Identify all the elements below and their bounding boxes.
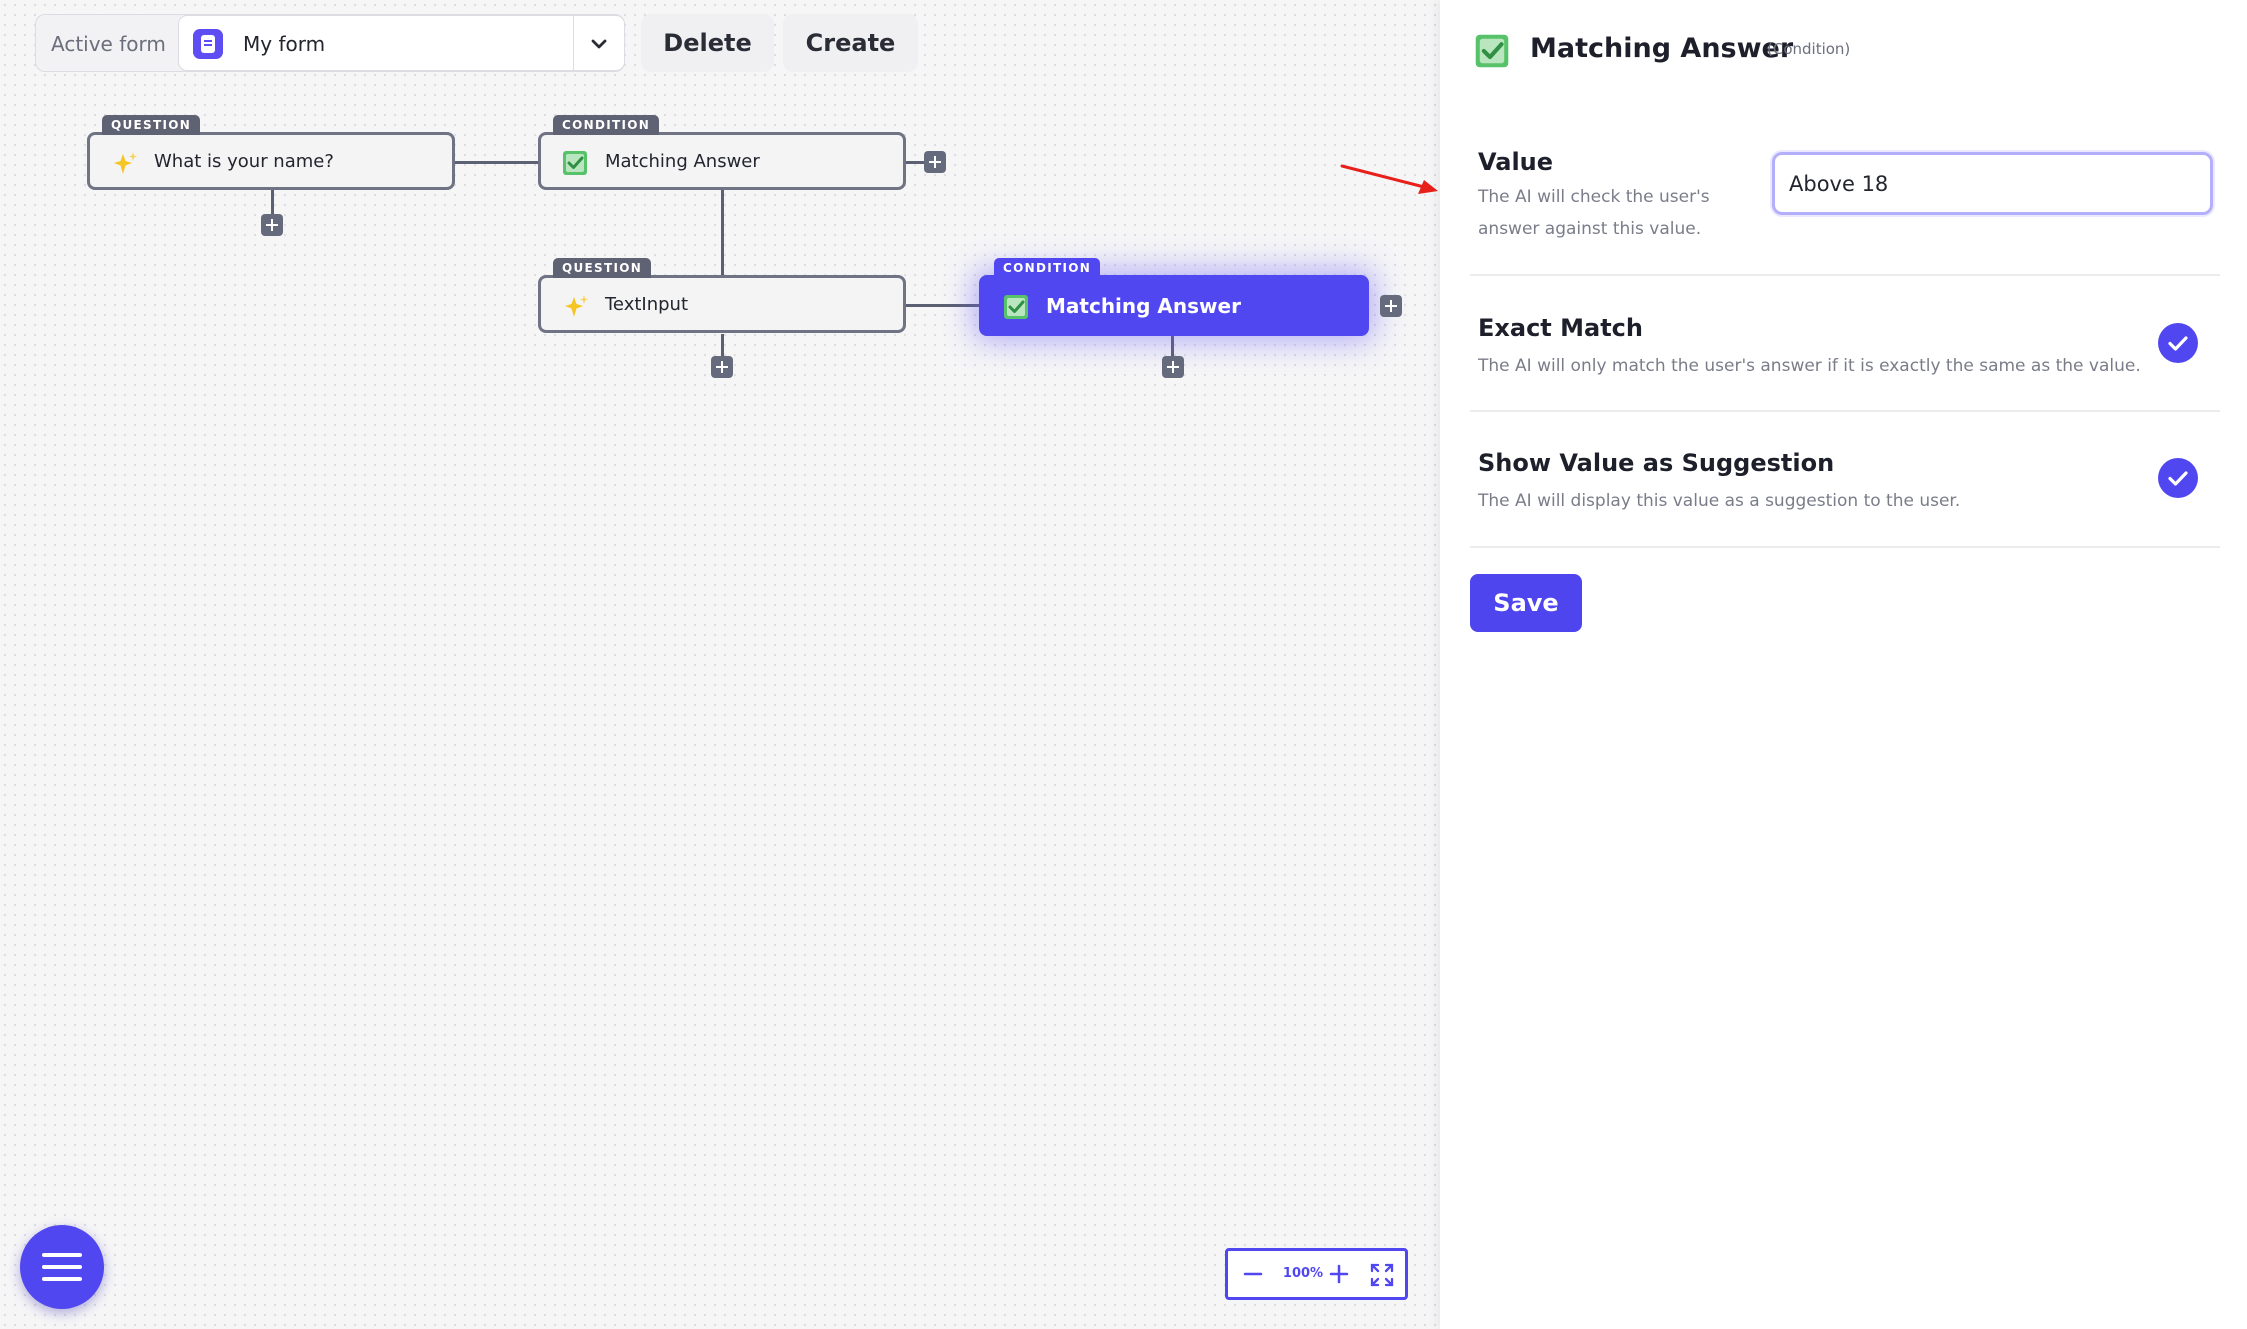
menu-icon-bar — [42, 1265, 82, 1269]
checkbox-icon — [1473, 32, 1511, 74]
menu-icon-bar — [42, 1277, 82, 1281]
menu-button[interactable] — [20, 1225, 104, 1309]
show-suggestion-description: The AI will display this value as a sugg… — [1478, 491, 1961, 511]
node-label: What is your name? — [154, 151, 334, 172]
value-description: The AI will check the user's — [1478, 187, 1710, 207]
chevron-down-icon[interactable] — [587, 32, 611, 60]
add-node-button[interactable] — [1380, 295, 1402, 317]
connector — [905, 161, 925, 164]
flow-node-condition-selected[interactable]: CONDITION Matching Answer — [979, 258, 1369, 336]
flow-node-question[interactable]: QUESTION What is your name? — [87, 115, 455, 190]
delete-button[interactable]: Delete — [641, 14, 774, 72]
add-node-button[interactable] — [1162, 356, 1184, 378]
connector — [905, 304, 980, 307]
add-node-button[interactable] — [924, 151, 946, 173]
value-description: answer against this value. — [1478, 219, 1702, 239]
active-form-bar: Active form My form — [35, 14, 625, 72]
flow-node-question[interactable]: QUESTION TextInput — [538, 258, 906, 333]
show-suggestion-title: Show Value as Suggestion — [1478, 449, 1835, 477]
sparkles-icon — [561, 292, 591, 326]
node-label: TextInput — [605, 294, 689, 315]
node-label: Matching Answer — [1046, 294, 1241, 318]
checkbox-icon — [561, 149, 589, 181]
node-type-tag: QUESTION — [553, 258, 652, 278]
menu-icon-bar — [42, 1253, 82, 1257]
connector — [721, 334, 724, 356]
connector — [1171, 336, 1174, 356]
divider — [1470, 546, 2220, 548]
add-node-button[interactable] — [711, 356, 733, 378]
annotation-arrow-icon — [1338, 160, 1448, 204]
condition-settings-panel: Matching Answer (Condition) Value The AI… — [1440, 0, 2247, 1329]
panel-title: Matching Answer — [1530, 33, 1794, 64]
save-button[interactable]: Save — [1470, 574, 1582, 632]
divider — [1470, 274, 2220, 276]
fit-screen-icon[interactable] — [1369, 1262, 1395, 1292]
selected-form-name: My form — [243, 32, 326, 56]
divider — [1470, 410, 2220, 412]
create-button[interactable]: Create — [783, 14, 918, 72]
value-title: Value — [1478, 148, 1554, 176]
form-document-icon — [193, 29, 223, 59]
form-select[interactable]: My form — [178, 15, 625, 72]
show-suggestion-checkbox[interactable] — [2158, 458, 2198, 498]
active-form-label: Active form — [51, 32, 166, 56]
value-input[interactable] — [1772, 152, 2213, 215]
select-divider — [573, 16, 574, 72]
exact-match-checkbox[interactable] — [2158, 323, 2198, 363]
connector — [454, 161, 539, 164]
panel-subtitle: (Condition) — [1767, 40, 1851, 58]
connector — [721, 190, 724, 277]
add-node-button[interactable] — [261, 214, 283, 236]
sparkles-icon — [110, 149, 140, 183]
zoom-controls: 100% — [1225, 1248, 1408, 1300]
zoom-level: 100% — [1282, 1266, 1324, 1281]
node-type-tag: CONDITION — [553, 115, 660, 135]
exact-match-description: The AI will only match the user's answer… — [1478, 356, 2141, 376]
node-label: Matching Answer — [605, 151, 760, 172]
exact-match-title: Exact Match — [1478, 314, 1643, 342]
zoom-out-icon[interactable] — [1242, 1263, 1264, 1289]
connector — [271, 190, 274, 220]
flow-node-condition[interactable]: CONDITION Matching Answer — [538, 115, 906, 190]
node-type-tag: QUESTION — [102, 115, 201, 135]
flow-canvas[interactable]: Active form My form Delete Create QUESTI… — [0, 0, 1440, 1329]
zoom-in-icon[interactable] — [1328, 1263, 1350, 1289]
checkbox-icon — [1002, 293, 1030, 325]
node-type-tag: CONDITION — [994, 258, 1101, 278]
